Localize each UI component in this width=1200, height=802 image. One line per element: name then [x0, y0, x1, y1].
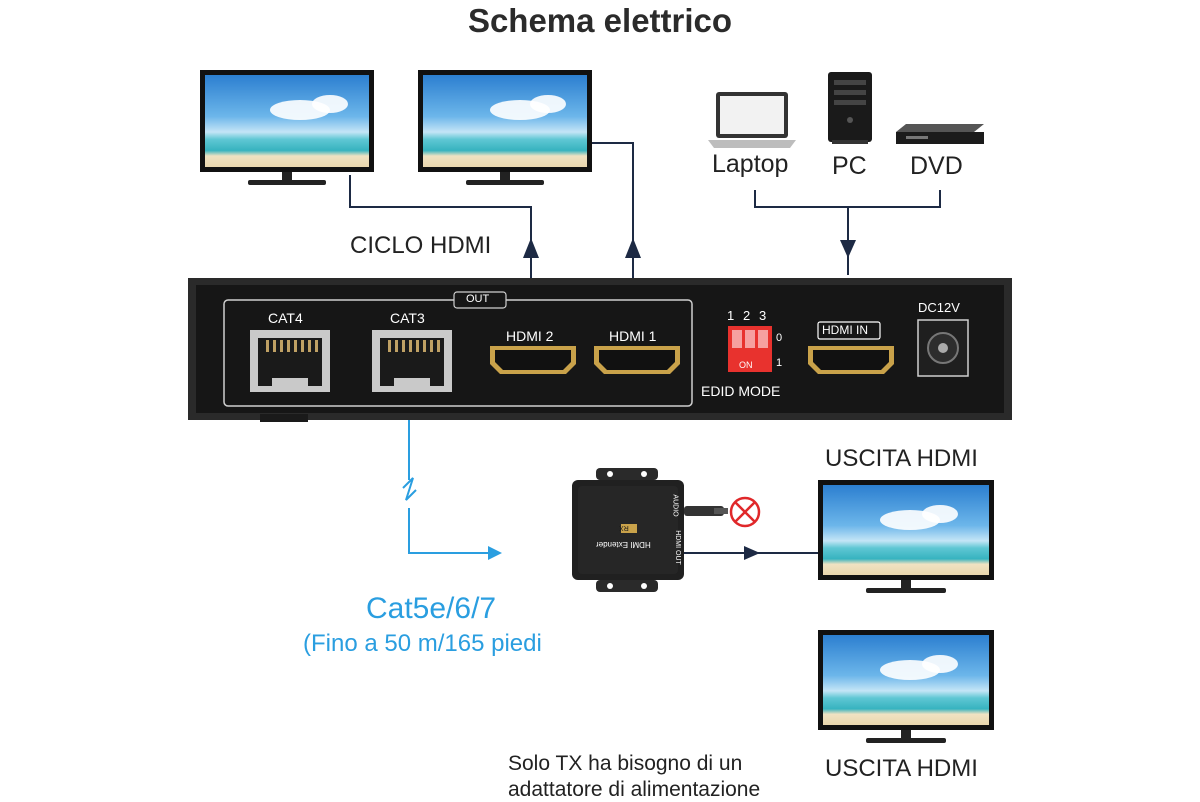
hdmi2-port — [490, 346, 576, 374]
note-line-2: adattatore di alimentazione — [508, 778, 761, 801]
dvd-label: DVD — [910, 152, 963, 180]
arrow-down-icon — [840, 240, 856, 258]
note-line-1: Solo TX ha bisogno di un — [508, 752, 743, 775]
edid-mode-label: EDID MODE — [701, 383, 781, 399]
receiver-hdmi-port-label: HDMI OUT — [673, 530, 681, 565]
pc-label: PC — [832, 152, 867, 180]
audio-cable — [684, 506, 728, 516]
arrow-up-icon — [625, 238, 641, 258]
page-title: Schema elettrico — [467, 2, 733, 39]
hdmi-in-port — [808, 321, 894, 374]
cat4-port — [250, 330, 330, 392]
out-tag: OUT — [466, 293, 490, 305]
cat3-port — [372, 330, 452, 392]
cable-type-label: Cat5e/6/7 — [366, 592, 497, 625]
cat-cable-line — [402, 420, 502, 560]
dc-label: DC12V — [918, 300, 960, 315]
receiver-badge: RX — [619, 524, 629, 531]
cable-range-label: (Fino a 50 m/165 piedi — [303, 630, 542, 657]
dip-number-2: 2 — [743, 308, 751, 323]
dip-number-1: 1 — [727, 308, 735, 323]
prohibited-icon — [729, 496, 761, 528]
output-label-top: USCITA HDMI — [825, 445, 978, 472]
dip-number-3: 3 — [759, 308, 767, 323]
dip-zero-label: 0 — [776, 332, 783, 344]
hdmi2-label: HDMI 2 — [506, 328, 554, 344]
hdmi1-label: HDMI 1 — [609, 328, 657, 344]
receiver-audio-port-label: AUDIO — [671, 494, 679, 517]
laptop-label: Laptop — [712, 150, 789, 178]
hdmi-extender-receiver — [572, 468, 684, 592]
dvd-player-icon — [896, 124, 984, 144]
output-connection-line — [684, 546, 818, 560]
loop-label: CICLO HDMI — [350, 232, 492, 259]
laptop-icon — [708, 92, 796, 148]
monitor-icon — [200, 70, 374, 185]
output-label-bottom: USCITA HDMI — [825, 755, 978, 782]
pc-tower-icon — [828, 72, 872, 144]
hdmi1-port — [594, 346, 680, 374]
receiver-name: HDMI Extender — [596, 540, 651, 549]
dip-on-label: ON — [739, 360, 753, 370]
dip-switch — [728, 326, 772, 372]
dip-one-label: 1 — [776, 357, 783, 369]
cat3-label: CAT3 — [390, 310, 425, 326]
cat4-label: CAT4 — [268, 310, 303, 326]
dc-power-jack — [917, 319, 969, 377]
source-connection-line — [754, 190, 941, 275]
monitor-icon — [818, 630, 994, 743]
hdmi-in-label: HDMI IN — [822, 323, 868, 337]
monitor-icon — [818, 480, 994, 593]
monitor-icon — [418, 70, 592, 185]
arrow-up-icon — [523, 238, 539, 258]
